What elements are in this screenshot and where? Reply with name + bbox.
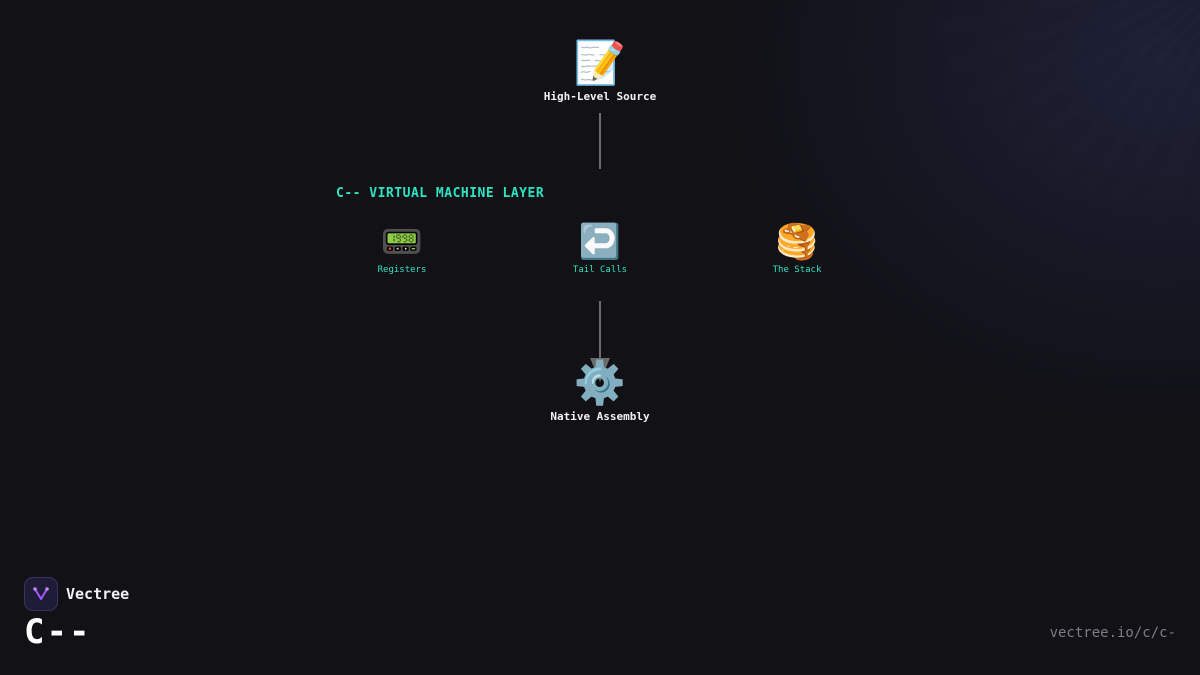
gear-icon: ⚙️ bbox=[573, 358, 627, 407]
pancakes-icon: 🥞 bbox=[775, 222, 819, 262]
page-url[interactable]: vectree.io/c/c- bbox=[1049, 625, 1176, 641]
memo-icon: 📝 bbox=[573, 38, 627, 87]
node-label: Tail Calls bbox=[572, 265, 628, 275]
node-tail-calls: ↩️ Tail Calls bbox=[550, 225, 650, 275]
node-label: The Stack bbox=[772, 265, 822, 275]
pager-icon: 📟 bbox=[380, 222, 424, 262]
node-the-stack: 🥞 The Stack bbox=[747, 225, 847, 275]
page-title: C-- bbox=[24, 612, 92, 652]
layer-title: C-- VIRTUAL MACHINE LAYER bbox=[336, 186, 545, 201]
node-label: Native Assembly bbox=[550, 410, 650, 423]
brand[interactable]: Vectree bbox=[24, 577, 129, 611]
node-high-level-source: 📝 High-Level Source bbox=[530, 38, 670, 104]
node-registers: 📟 Registers bbox=[352, 225, 452, 275]
connector-arrowhead bbox=[590, 358, 610, 382]
node-label: High-Level Source bbox=[543, 90, 657, 103]
return-arrow-icon: ↩️ bbox=[578, 222, 622, 262]
node-label: Registers bbox=[377, 265, 427, 275]
vectree-logo-icon bbox=[24, 577, 58, 611]
node-native-assembly: ⚙️ Native Assembly bbox=[530, 358, 670, 424]
brand-name: Vectree bbox=[66, 585, 130, 603]
